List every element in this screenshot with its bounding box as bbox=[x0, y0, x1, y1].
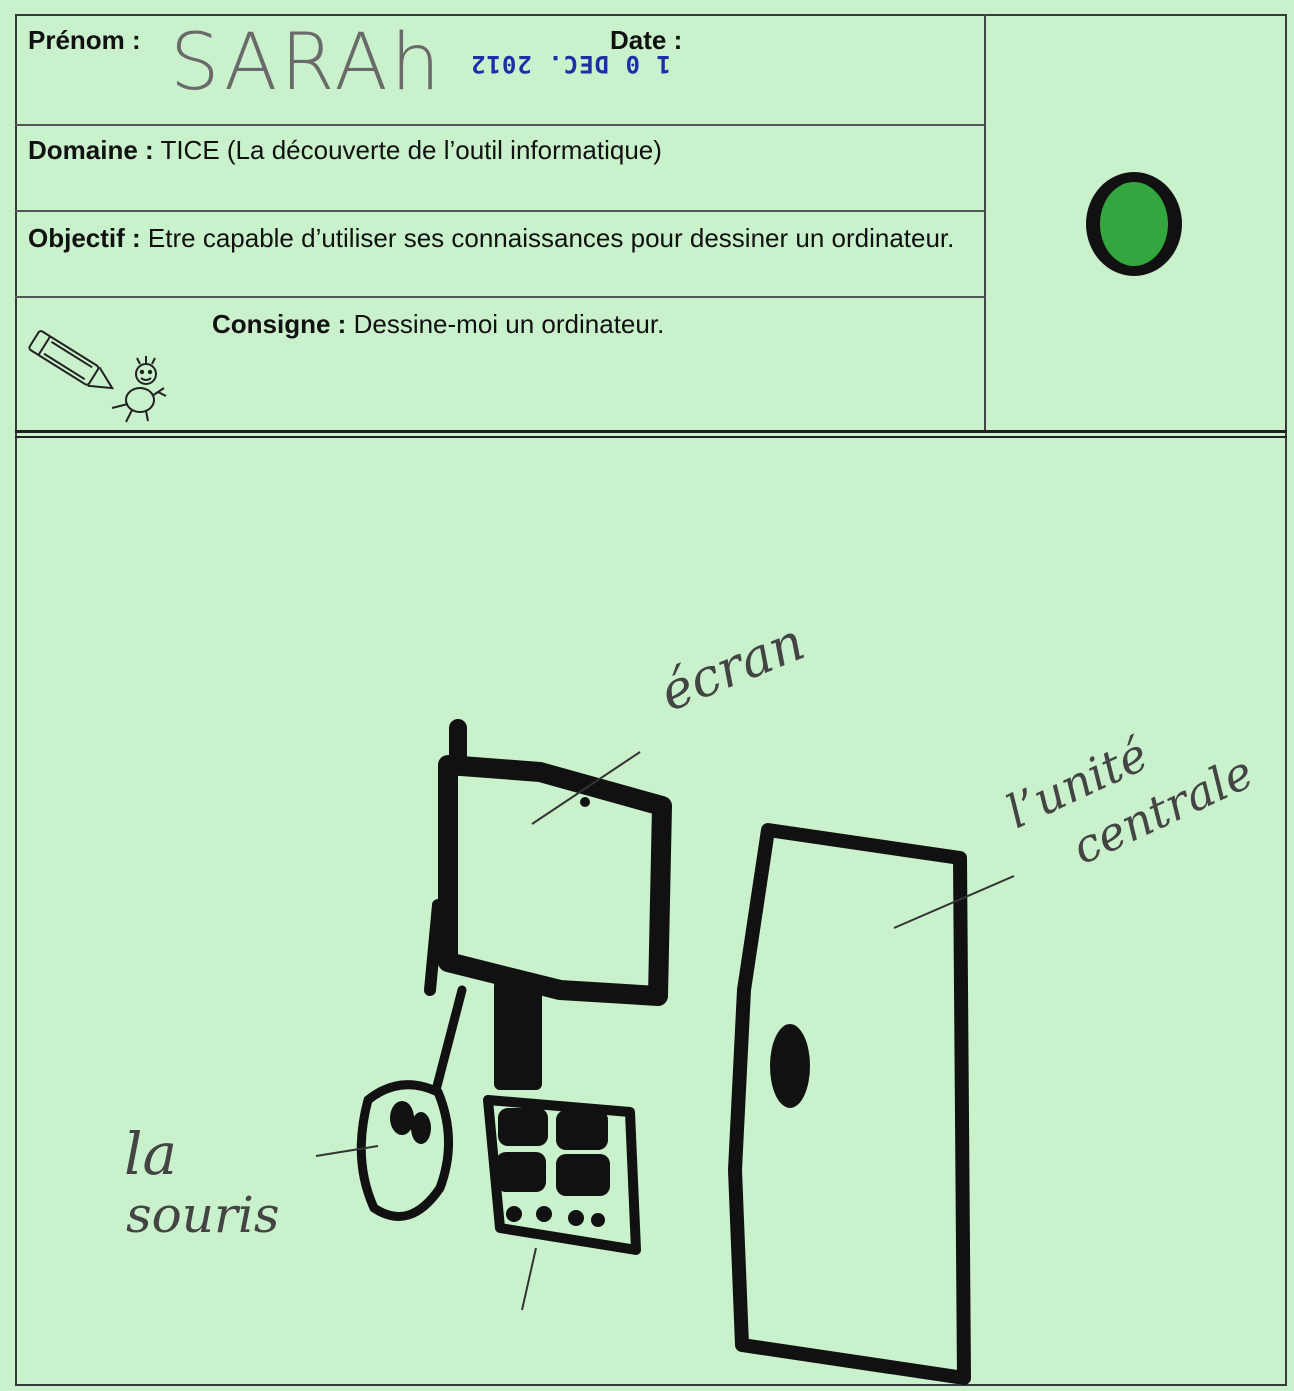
pencil-child-icon bbox=[28, 330, 166, 422]
label-souris-line1: la bbox=[124, 1120, 177, 1188]
evaluation-mark bbox=[1086, 172, 1182, 276]
label-souris-line2: souris bbox=[126, 1186, 280, 1244]
mouse-drawing bbox=[316, 990, 462, 1216]
central-unit-drawing bbox=[735, 830, 1014, 1378]
monitor-drawing bbox=[430, 728, 662, 1090]
keyboard-drawing bbox=[488, 1100, 636, 1310]
